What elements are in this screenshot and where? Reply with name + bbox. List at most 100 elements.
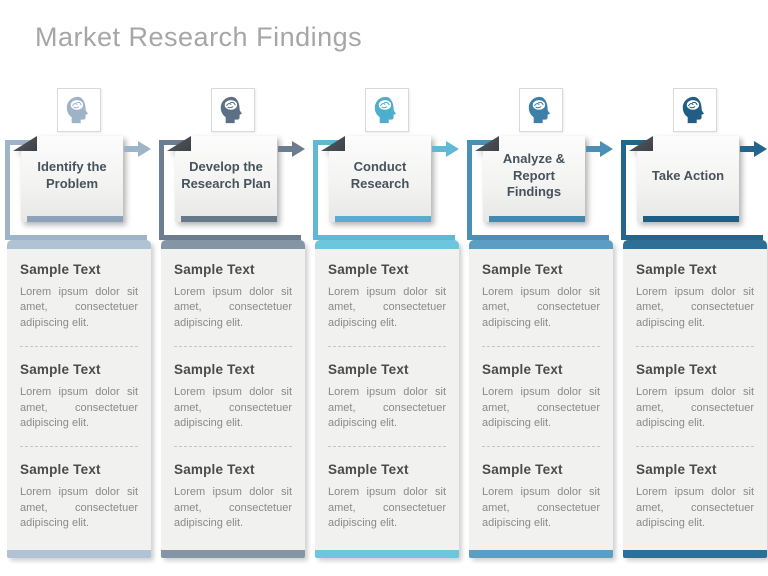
panel-top-bar <box>161 240 305 249</box>
column-bracket-line <box>5 140 147 240</box>
process-column-develop-the-research-plan: Develop the Research Plan Sample Text Lo… <box>159 88 306 558</box>
step-label-box: Conduct Research <box>321 136 431 222</box>
step-label-box: Develop the Research Plan <box>167 136 277 222</box>
column-bracket-line <box>467 140 609 240</box>
section-heading: Sample Text <box>636 462 717 478</box>
section-heading: Sample Text <box>174 462 255 478</box>
step-label-face: Analyze & Report Findings <box>483 136 585 222</box>
head-brain-icon-box <box>57 88 101 132</box>
panel-sections: Sample Text Lorem ipsum dolor sit amet, … <box>161 249 305 532</box>
step-label-face: Conduct Research <box>329 136 431 222</box>
process-column-analyze-report-findings: Analyze & Report Findings Sample Text Lo… <box>467 88 614 558</box>
step-label-accent-bar <box>489 216 585 222</box>
dashed-divider <box>20 346 138 348</box>
section-heading: Sample Text <box>174 362 255 378</box>
head-brain-icon-box <box>365 88 409 132</box>
section-heading: Sample Text <box>20 262 101 277</box>
section-heading: Sample Text <box>328 462 409 478</box>
section-body: Lorem ipsum dolor sit amet, consectetuer… <box>174 486 292 530</box>
dashed-divider <box>328 446 446 448</box>
step-label-accent-bar <box>27 216 123 222</box>
column-bracket-line <box>313 140 455 240</box>
head-brain-icon <box>66 96 88 124</box>
content-panel: Sample Text Lorem ipsum dolor sit amet, … <box>315 240 459 558</box>
panel-bottom-bar <box>161 550 305 558</box>
right-arrow-icon <box>586 141 614 157</box>
dashed-divider <box>174 346 292 348</box>
step-label: Develop the Research Plan <box>181 159 271 191</box>
head-brain-icon-box <box>519 88 563 132</box>
section-heading: Sample Text <box>636 362 717 378</box>
section-body: Lorem ipsum dolor sit amet, consectetuer… <box>636 386 754 429</box>
section-body: Lorem ipsum dolor sit amet, consectetuer… <box>636 486 754 530</box>
panel-top-bar <box>7 240 151 249</box>
step-label: Take Action <box>651 167 725 183</box>
dashed-divider <box>482 346 600 348</box>
slide-title: Market Research Findings <box>35 22 363 52</box>
section-heading: Sample Text <box>636 262 717 277</box>
head-brain-icon <box>374 96 396 124</box>
step-label-box: Identify the Problem <box>13 136 123 222</box>
dashed-divider <box>328 346 446 348</box>
panel-sections: Sample Text Lorem ipsum dolor sit amet, … <box>7 249 151 532</box>
right-arrow-icon <box>124 141 152 157</box>
section-body: Lorem ipsum dolor sit amet, consectetuer… <box>482 286 600 329</box>
section-body: Lorem ipsum dolor sit amet, consectetuer… <box>20 486 138 530</box>
step-label-box: Take Action <box>629 136 739 222</box>
dashed-divider <box>174 446 292 448</box>
section-heading: Sample Text <box>328 362 409 378</box>
step-label-accent-bar <box>643 216 739 222</box>
panel-top-bar <box>315 240 459 249</box>
panel-bottom-bar <box>469 550 613 558</box>
section-body: Lorem ipsum dolor sit amet, consectetuer… <box>328 286 446 329</box>
step-label-face: Identify the Problem <box>21 136 123 222</box>
section-body: Lorem ipsum dolor sit amet, consectetuer… <box>328 486 446 530</box>
section-body: Lorem ipsum dolor sit amet, consectetuer… <box>328 386 446 429</box>
panel-bottom-bar <box>7 550 151 558</box>
content-panel: Sample Text Lorem ipsum dolor sit amet, … <box>469 240 613 558</box>
dashed-divider <box>636 446 754 448</box>
section-body: Lorem ipsum dolor sit amet, consectetuer… <box>20 286 138 329</box>
dashed-divider <box>20 446 138 448</box>
panel-top-bar <box>623 240 767 249</box>
process-column-conduct-research: Conduct Research Sample Text Lorem ipsum… <box>313 88 459 558</box>
section-heading: Sample Text <box>328 262 409 277</box>
step-label-accent-bar <box>335 216 431 222</box>
step-label: Conduct Research <box>350 159 410 191</box>
process-column-take-action: Take Action Sample Text Lorem ipsum dolo… <box>621 88 768 558</box>
head-brain-icon-box <box>673 88 717 132</box>
head-brain-icon-box <box>211 88 255 132</box>
process-column-identify-the-problem: Identify the Problem Sample Text Lorem i… <box>5 88 152 558</box>
section-body: Lorem ipsum dolor sit amet, consectetuer… <box>174 386 292 429</box>
column-bracket-line <box>621 140 763 240</box>
section-body: Lorem ipsum dolor sit amet, consectetuer… <box>174 286 292 329</box>
step-label-box: Analyze & Report Findings <box>475 136 585 222</box>
panel-top-bar <box>469 240 613 249</box>
section-heading: Sample Text <box>482 362 563 378</box>
step-label-accent-bar <box>181 216 277 222</box>
section-body: Lorem ipsum dolor sit amet, consectetuer… <box>636 286 754 329</box>
step-label: Analyze & Report Findings <box>502 150 566 200</box>
section-body: Lorem ipsum dolor sit amet, consectetuer… <box>482 486 600 530</box>
section-heading: Sample Text <box>482 462 563 478</box>
section-heading: Sample Text <box>482 262 563 277</box>
section-heading: Sample Text <box>174 262 255 277</box>
right-arrow-icon <box>740 141 768 157</box>
panel-sections: Sample Text Lorem ipsum dolor sit amet, … <box>315 249 459 532</box>
panel-sections: Sample Text Lorem ipsum dolor sit amet, … <box>623 249 767 532</box>
section-heading: Sample Text <box>20 462 101 478</box>
section-body: Lorem ipsum dolor sit amet, consectetuer… <box>20 386 138 429</box>
panel-sections: Sample Text Lorem ipsum dolor sit amet, … <box>469 249 613 532</box>
head-brain-icon <box>220 96 242 124</box>
panel-bottom-bar <box>315 550 459 558</box>
column-bracket-line <box>159 140 301 240</box>
head-brain-icon <box>528 96 550 124</box>
section-body: Lorem ipsum dolor sit amet, consectetuer… <box>482 386 600 429</box>
right-arrow-icon <box>278 141 306 157</box>
section-heading: Sample Text <box>20 362 101 378</box>
step-label-face: Develop the Research Plan <box>175 136 277 222</box>
content-panel: Sample Text Lorem ipsum dolor sit amet, … <box>7 240 151 558</box>
dashed-divider <box>482 446 600 448</box>
step-label-face: Take Action <box>637 136 739 222</box>
